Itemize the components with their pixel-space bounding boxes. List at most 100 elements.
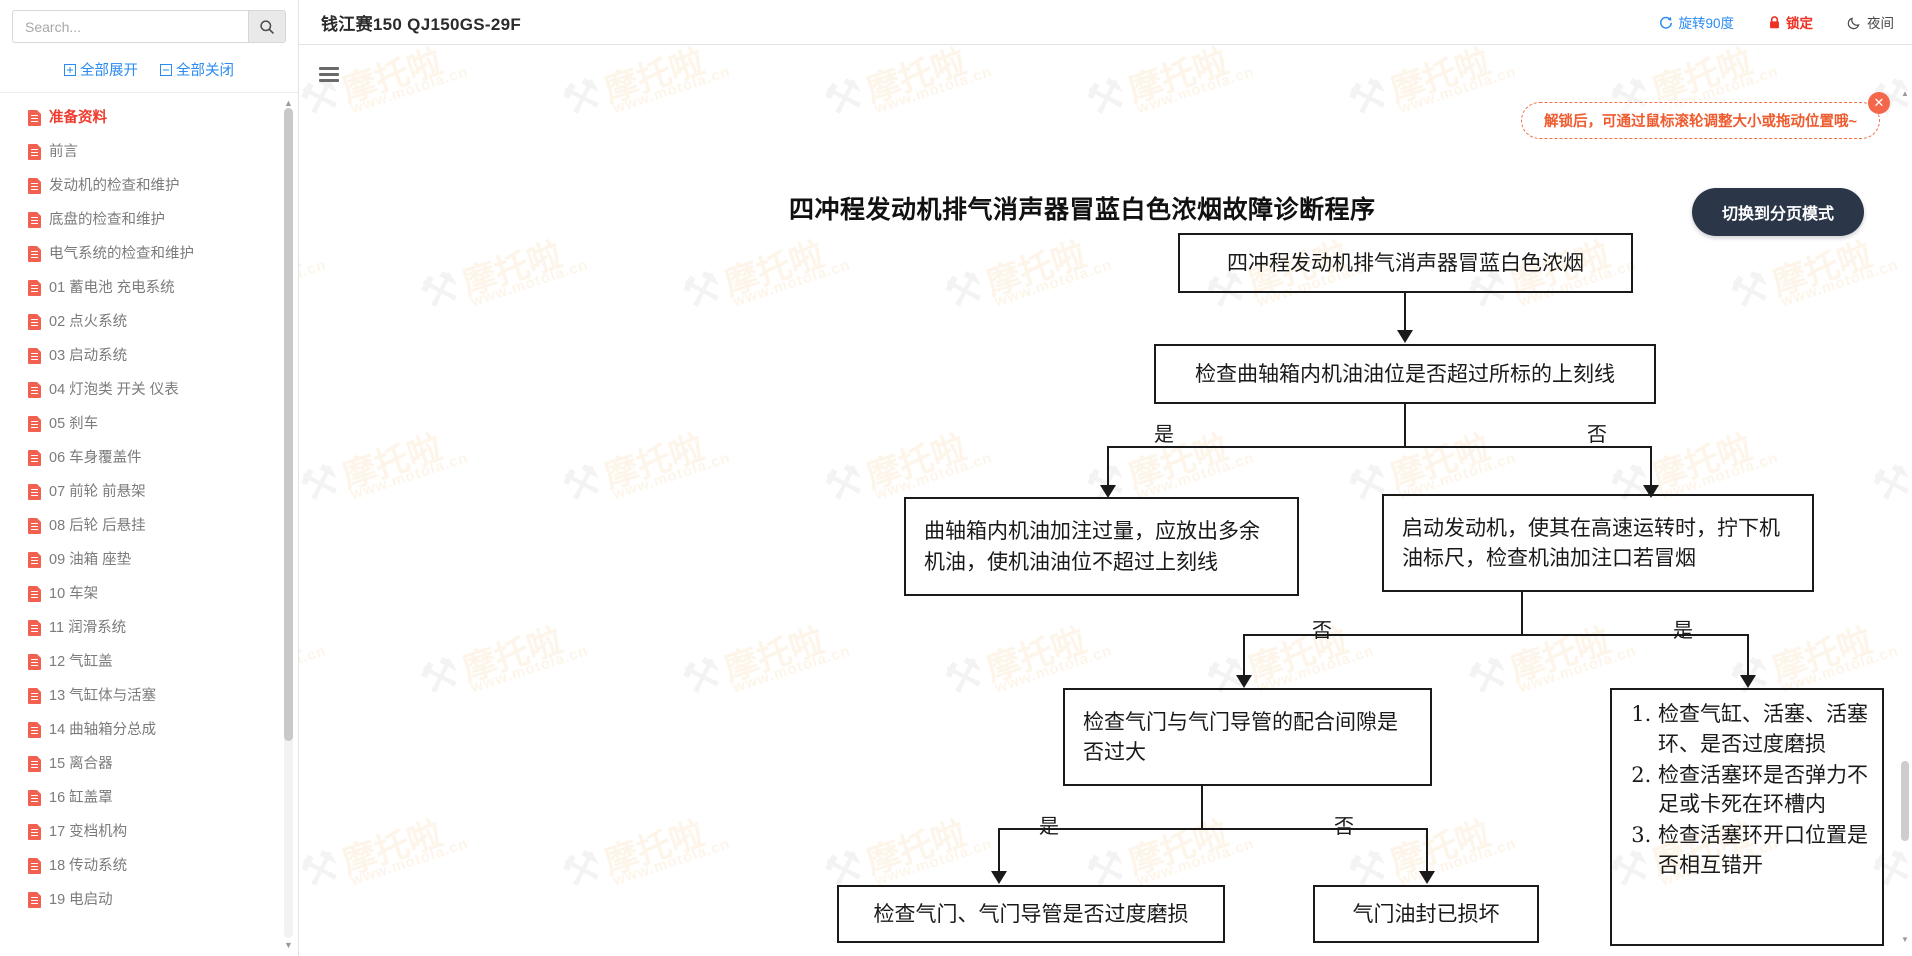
sidebar-item-14[interactable]: 10 车架 (0, 577, 298, 611)
branch-left-5 (998, 828, 1001, 876)
night-label: 夜间 (1867, 16, 1894, 31)
sidebar-item-23[interactable]: 19 电启动 (0, 883, 298, 917)
document-icon (28, 314, 41, 330)
flow-node-3: 曲轴箱内机油加注过量，应放出多余机油，使机油油位不超过上刻线 (904, 497, 1299, 596)
branch-right-2 (1650, 446, 1653, 490)
connector-1-2 (1404, 293, 1407, 335)
sidebar-item-12[interactable]: 08 后轮 后悬挂 (0, 509, 298, 543)
hint-close-button[interactable]: ✕ (1868, 92, 1890, 114)
branch-label-yes-1: 是 (1154, 422, 1174, 446)
sidebar-scrollbar[interactable] (284, 108, 293, 938)
document-icon (28, 518, 41, 534)
sidebar-item-19[interactable]: 15 离合器 (0, 747, 298, 781)
search-input[interactable] (23, 17, 238, 36)
expand-all-label: 全部展开 (80, 63, 138, 79)
flow-node-5-text: 检查气门与气门导管的配合间隙是否过大 (1083, 709, 1398, 764)
document-icon (28, 586, 41, 602)
lock-button[interactable]: 锁定 (1768, 12, 1813, 32)
lock-label: 锁定 (1786, 16, 1813, 31)
sidebar-item-10[interactable]: 06 车身覆盖件 (0, 441, 298, 475)
search-button[interactable] (248, 10, 286, 43)
sidebar-item-label: 12 气缸盖 (49, 654, 113, 670)
sidebar-scrollbar-thumb[interactable] (284, 108, 293, 741)
sidebar-item-label: 09 油箱 座垫 (49, 552, 132, 568)
main-panel: 钱江赛150 QJ150GS-29F 旋转90度 锁定 (299, 0, 1912, 956)
sidebar-item-4[interactable]: 电气系统的检查和维护 (0, 237, 298, 271)
content-scrollbar[interactable] (1901, 101, 1909, 956)
rotate-button[interactable]: 旋转90度 (1659, 12, 1734, 32)
sidebar-item-20[interactable]: 16 缸盖罩 (0, 781, 298, 815)
sidebar-item-0[interactable]: 准备资料 (0, 101, 298, 135)
search-icon (260, 19, 274, 34)
content-scroll-up-arrow[interactable]: ▲ (1901, 89, 1909, 98)
sidebar-item-7[interactable]: 03 启动系统 (0, 339, 298, 373)
content-scrollbar-thumb[interactable] (1901, 761, 1909, 841)
document-icon (28, 722, 41, 738)
sidebar-item-16[interactable]: 12 气缸盖 (0, 645, 298, 679)
sidebar-item-1[interactable]: 前言 (0, 135, 298, 169)
sidebar-item-label: 08 后轮 后悬挂 (49, 518, 146, 534)
connector-4-split (1521, 592, 1524, 636)
branch-label-no-3: 否 (1334, 814, 1354, 838)
branch-right-4 (1747, 634, 1750, 680)
document-icon (28, 824, 41, 840)
sidebar-item-label: 02 点火系统 (49, 314, 128, 330)
sidebar-item-9[interactable]: 05 刹车 (0, 407, 298, 441)
sidebar-item-label: 14 曲轴箱分总成 (49, 722, 157, 738)
sidebar-item-8[interactable]: 04 灯泡类 开关 仪表 (0, 373, 298, 407)
sidebar-item-label: 15 离合器 (49, 756, 113, 772)
split-bar-5 (998, 828, 1428, 831)
sidebar-item-label: 06 车身覆盖件 (49, 450, 142, 466)
document-icon (28, 552, 41, 568)
flow-node-8: 气门油封已损坏 (1313, 885, 1539, 943)
arrow-5-right (1419, 871, 1435, 884)
sidebar-item-3[interactable]: 底盘的检查和维护 (0, 203, 298, 237)
flow-node-7: 检查气门、气门导管是否过度磨损 (837, 885, 1225, 943)
document-icon (28, 620, 41, 636)
branch-left-2 (1107, 446, 1110, 490)
sidebar-scroll-down-arrow[interactable]: ▼ (284, 940, 293, 950)
expand-all-button[interactable]: 全部展开 (64, 59, 138, 80)
sidebar-item-11[interactable]: 07 前轮 前悬架 (0, 475, 298, 509)
collapse-all-button[interactable]: 全部关闭 (160, 59, 234, 80)
branch-label-no-1: 否 (1587, 422, 1607, 446)
flow-node-6: 检查气缸、活塞、活塞环、是否过度磨损检查活塞环是否弹力不足或卡死在环槽内检查活塞… (1610, 688, 1884, 946)
branch-left-4 (1243, 634, 1246, 680)
branch-label-yes-2: 是 (1673, 618, 1693, 642)
sidebar-item-22[interactable]: 18 传动系统 (0, 849, 298, 883)
tree-controls: 全部展开 全部关闭 (0, 51, 298, 93)
sidebar-item-5[interactable]: 01 蓄电池 充电系统 (0, 271, 298, 305)
content-scroll-down-arrow[interactable]: ▼ (1901, 935, 1909, 944)
sidebar-search-row (0, 0, 298, 51)
sidebar-item-21[interactable]: 17 变档机构 (0, 815, 298, 849)
sidebar-item-label: 电气系统的检查和维护 (49, 246, 194, 262)
topbar-actions: 旋转90度 锁定 夜间 (1659, 12, 1894, 32)
sidebar-scroll-up-arrow[interactable]: ▲ (284, 98, 293, 108)
arrow-2-left (1100, 485, 1116, 498)
sidebar-item-6[interactable]: 02 点火系统 (0, 305, 298, 339)
document-icon (28, 382, 41, 398)
document-icon (28, 416, 41, 432)
sidebar-item-label: 18 传动系统 (49, 858, 128, 874)
search-input-wrapper[interactable] (12, 10, 248, 43)
sidebar-item-13[interactable]: 09 油箱 座垫 (0, 543, 298, 577)
flow-node-4-text: 启动发动机，使其在高速运转时，拧下机油标尺，检查机油加注口若冒烟 (1402, 515, 1780, 570)
sidebar-item-15[interactable]: 11 润滑系统 (0, 611, 298, 645)
sidebar-item-label: 发动机的检查和维护 (49, 178, 180, 194)
document-icon (28, 212, 41, 228)
sidebar-item-label: 底盘的检查和维护 (49, 212, 165, 228)
flow-node-2-text: 检查曲轴箱内机油油位是否超过所标的上刻线 (1195, 361, 1615, 386)
sidebar-item-label: 16 缸盖罩 (49, 790, 113, 806)
document-icon (28, 892, 41, 908)
document-icon (28, 246, 41, 262)
arrow-1-2 (1397, 330, 1413, 343)
sidebar-item-17[interactable]: 13 气缸体与活塞 (0, 679, 298, 713)
sidebar-item-label: 07 前轮 前悬架 (49, 484, 146, 500)
switch-paging-mode-button[interactable]: 切换到分页模式 (1691, 188, 1864, 236)
rotate-label: 旋转90度 (1678, 16, 1734, 31)
toc-toggle-button[interactable] (319, 67, 339, 85)
sidebar-item-2[interactable]: 发动机的检查和维护 (0, 169, 298, 203)
sidebar-item-18[interactable]: 14 曲轴箱分总成 (0, 713, 298, 747)
document-icon (28, 790, 41, 806)
night-mode-button[interactable]: 夜间 (1847, 12, 1894, 32)
